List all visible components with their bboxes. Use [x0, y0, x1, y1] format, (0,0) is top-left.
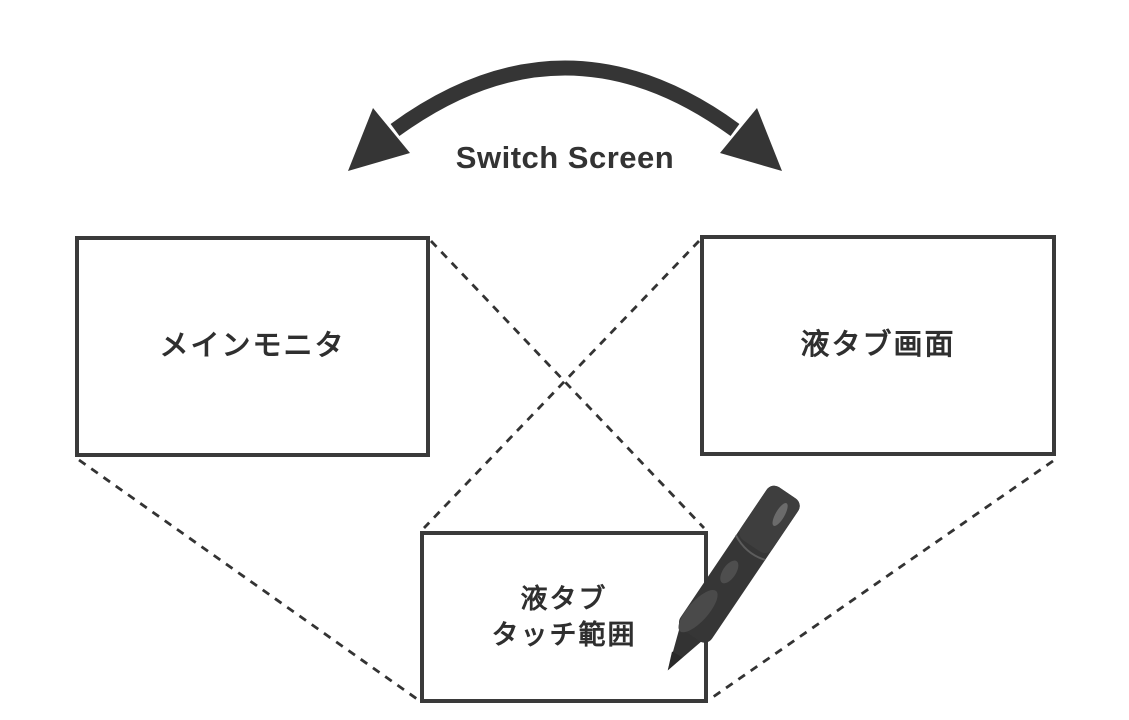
tablet-touch-area-box: 液タブ タッチ範囲 [420, 531, 708, 703]
main-monitor-label: メインモニタ [159, 329, 346, 362]
tablet-screen-box: 液タブ画面 [700, 235, 1056, 456]
tablet-touch-area-label-line1: 液タブ [520, 583, 608, 614]
main-monitor-box: メインモニタ [75, 236, 430, 457]
switch-screen-label: Switch Screen [455, 140, 675, 175]
projection-line-main-to-touch-bottom [78, 458, 418, 701]
tablet-touch-area-label-line2: タッチ範囲 [491, 620, 637, 650]
projection-line-tablet-to-touch-top [422, 240, 701, 529]
projection-line-main-to-touch-top [429, 240, 706, 529]
tablet-screen-label: 液タブ画面 [800, 328, 956, 361]
projection-line-tablet-to-touch-bottom [712, 459, 1054, 699]
